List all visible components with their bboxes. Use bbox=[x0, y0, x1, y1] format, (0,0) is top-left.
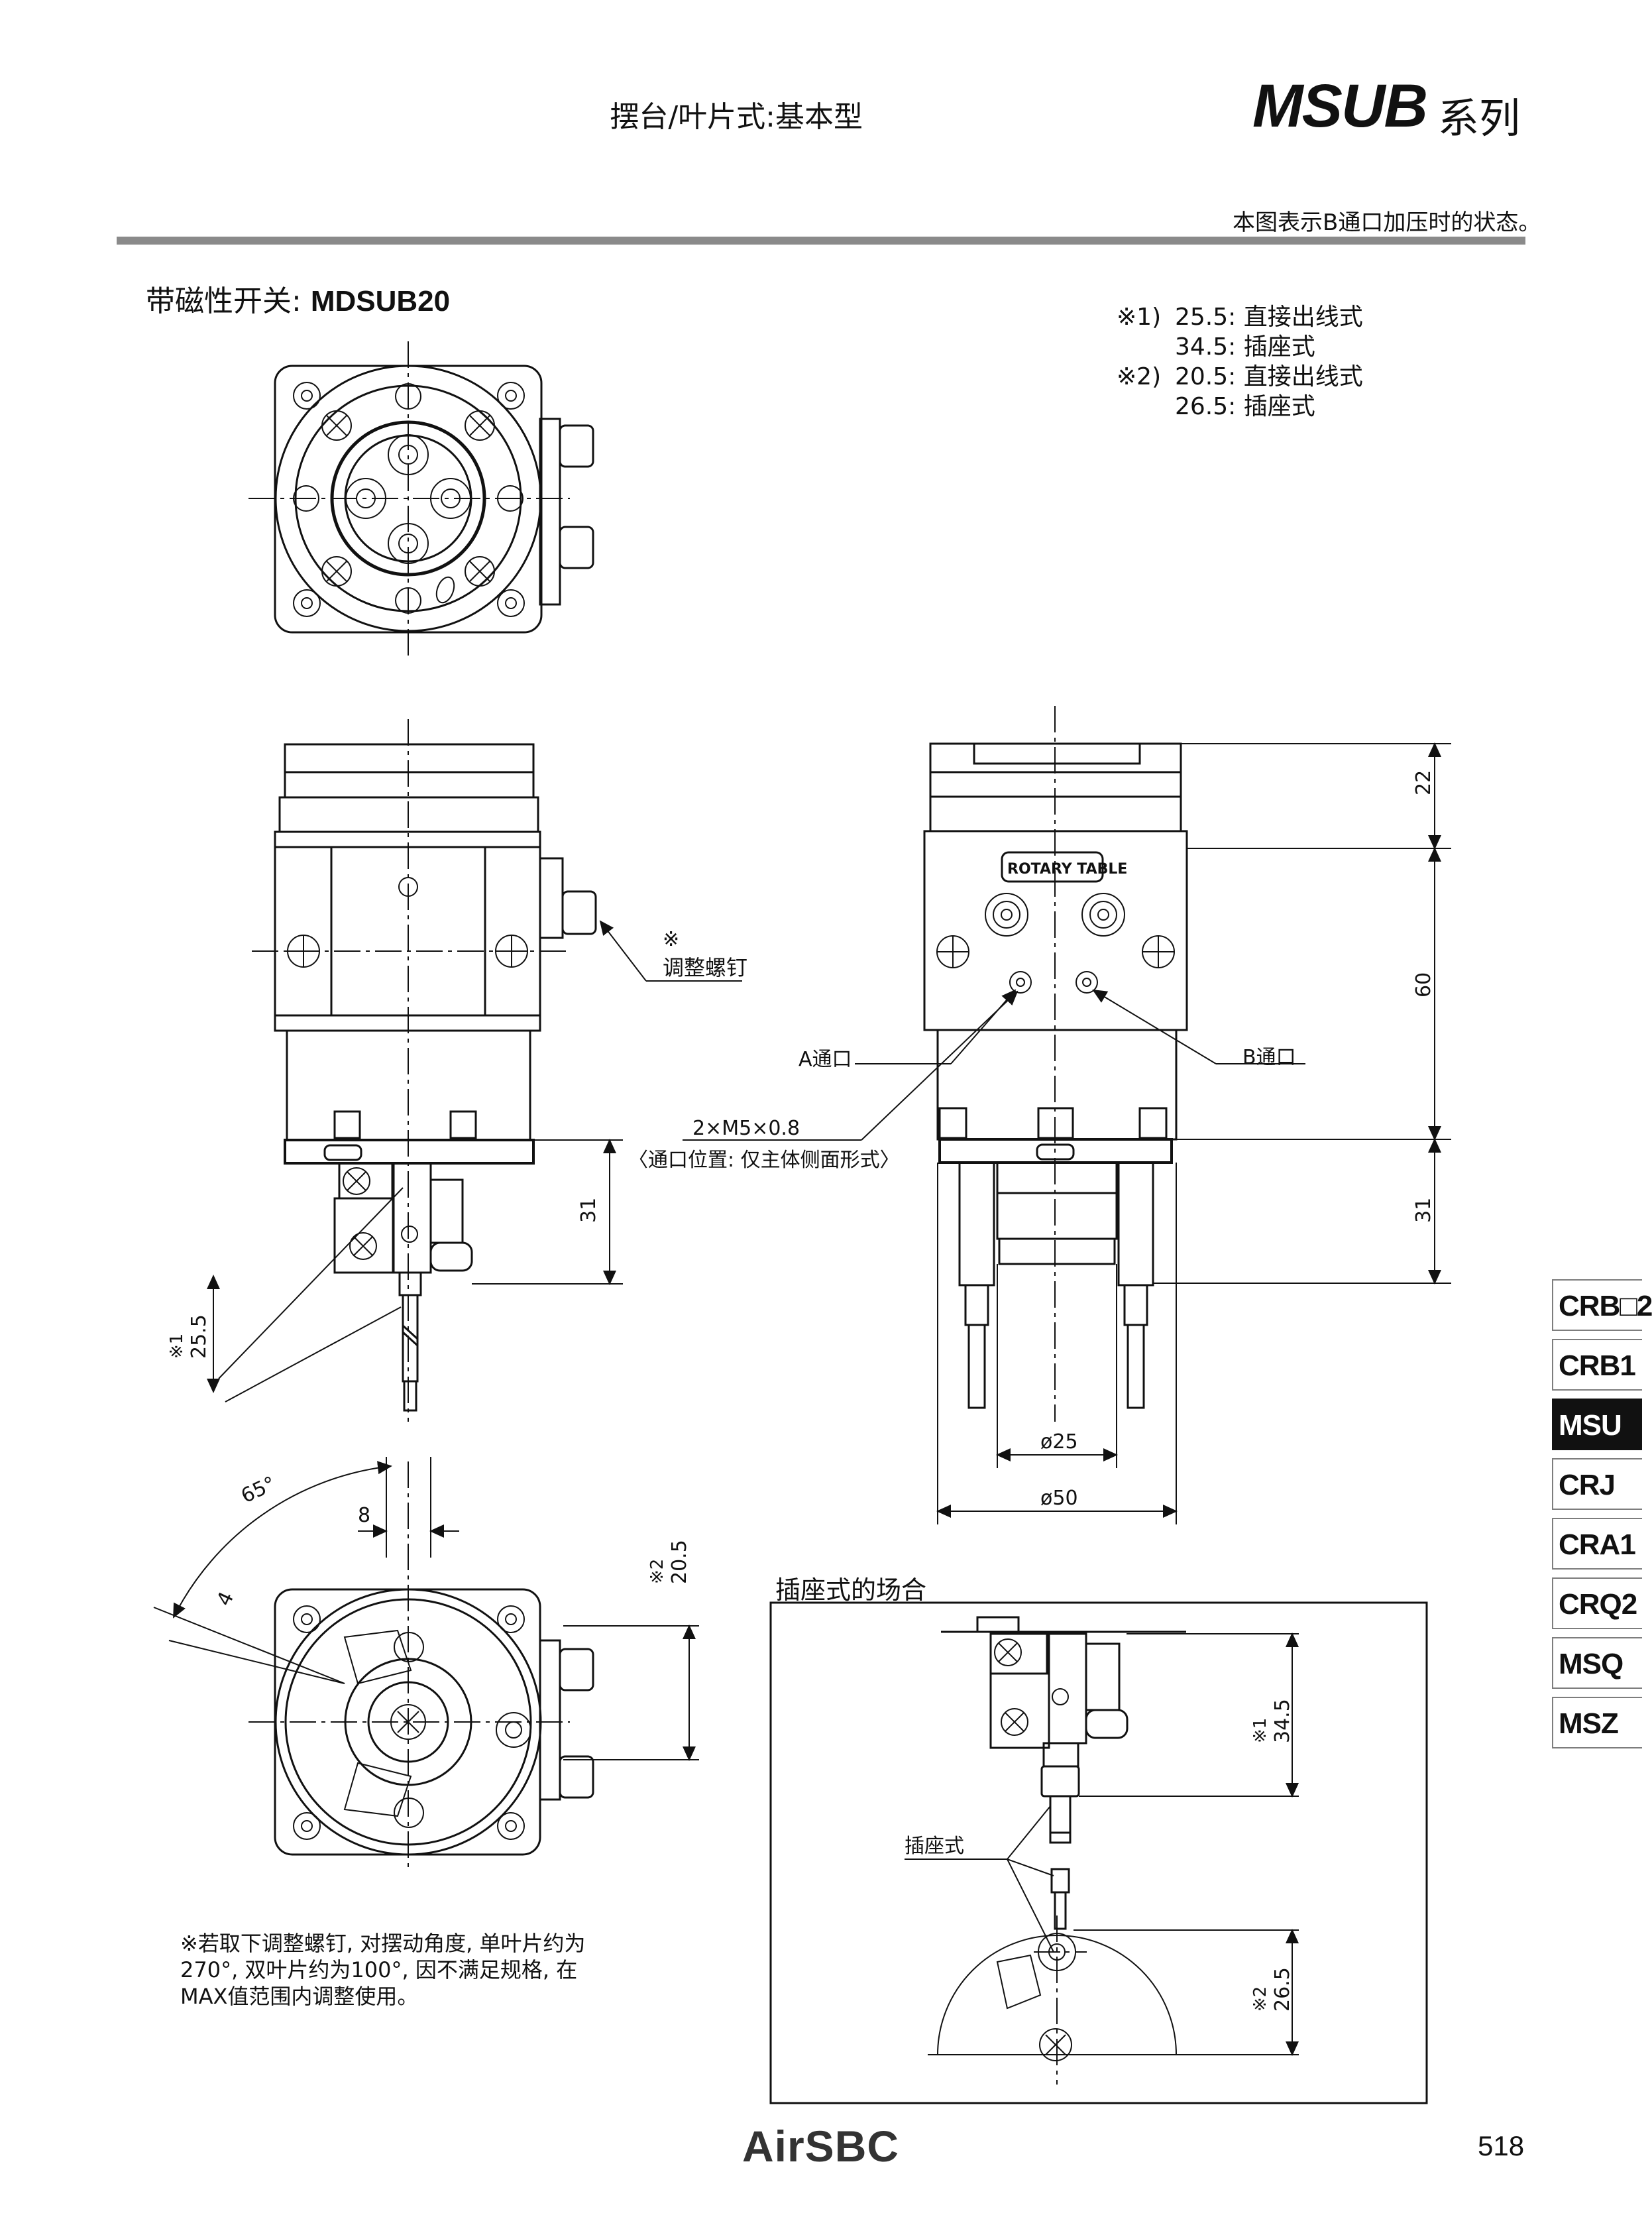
dim-22: 22 bbox=[1412, 770, 1435, 795]
section-title: 带磁性开关: MDSUB20 bbox=[146, 277, 450, 319]
dim-20-5: 20.5 bbox=[668, 1540, 691, 1584]
tab-msq[interactable]: MSQ bbox=[1552, 1637, 1642, 1689]
dim-26-5: 26.5 bbox=[1271, 1967, 1294, 2012]
dim-phi25: ø25 bbox=[1040, 1430, 1078, 1454]
note-row: 34.5: 插座式 bbox=[1175, 333, 1315, 361]
note-row: ※1)25.5: 直接出线式 bbox=[1117, 304, 1363, 331]
dim-note2-mark: ※2 bbox=[647, 1559, 667, 1584]
series-model: MSUB bbox=[1252, 72, 1428, 140]
dim-25-5: 25.5 bbox=[188, 1314, 211, 1359]
tab-crj[interactable]: CRJ bbox=[1552, 1458, 1642, 1510]
rotary-table-plate: ROTARY TABLE bbox=[1007, 861, 1127, 878]
tab-crb2[interactable]: CRB□2 bbox=[1552, 1279, 1652, 1331]
series-tabs: CRB□2 CRB1 MSU CRJ CRA1 CRQ2 MSQ MSZ bbox=[1552, 1279, 1652, 1756]
tab-msz[interactable]: MSZ bbox=[1552, 1697, 1642, 1748]
inset-title: 插座式的场合 bbox=[775, 1575, 927, 1605]
dim-phi50: ø50 bbox=[1040, 1487, 1078, 1510]
section-model: MDSUB20 bbox=[310, 285, 451, 317]
brand-logo: AirSBC bbox=[742, 2122, 900, 2171]
side-view bbox=[683, 706, 1451, 1524]
page-number: 518 bbox=[1478, 2130, 1525, 2161]
adjust-screw-label: 调整螺钉 bbox=[663, 955, 747, 980]
dim-60: 60 bbox=[1412, 972, 1435, 998]
series-suffix: 系列 bbox=[1438, 94, 1521, 143]
dim-31-right: 31 bbox=[1412, 1198, 1435, 1223]
port-b-label: B通口 bbox=[1242, 1046, 1296, 1069]
adjustment-footnote: ※若取下调整螺钉, 对摆动角度, 单叶片约为270°, 双叶片约为100°, 因… bbox=[180, 1931, 586, 2009]
adjust-mark: ※ bbox=[663, 928, 679, 951]
dim-angle-65: 65° bbox=[238, 1472, 280, 1508]
port-position-label: 〈通口位置: 仅主体侧面形式〉 bbox=[628, 1149, 900, 1172]
tab-crq2[interactable]: CRQ2 bbox=[1552, 1577, 1642, 1629]
socket-type-label: 插座式 bbox=[905, 1835, 964, 1858]
note-row: ※2)20.5: 直接出线式 bbox=[1117, 363, 1363, 390]
pressure-caption: 本图表示B通口加压时的状态。 bbox=[1233, 209, 1541, 236]
tab-msu[interactable]: MSU bbox=[1552, 1399, 1642, 1450]
dim-8: 8 bbox=[358, 1504, 370, 1527]
dimension-notes: ※1)25.5: 直接出线式 34.5: 插座式 ※2)20.5: 直接出线式 … bbox=[1117, 302, 1363, 422]
dim-note2b-mark: ※2 bbox=[1250, 1986, 1270, 2012]
header-subtitle: 摆台/叶片式:基本型 bbox=[610, 100, 863, 134]
tab-cra1[interactable]: CRA1 bbox=[1552, 1518, 1642, 1570]
header-rule bbox=[117, 237, 1525, 245]
front-view bbox=[207, 719, 742, 1422]
bottom-view bbox=[153, 1457, 699, 1872]
note-row: 26.5: 插座式 bbox=[1175, 393, 1315, 420]
dim-note1b-mark: ※1 bbox=[1250, 1718, 1270, 1743]
socket-inset bbox=[769, 1601, 1428, 2104]
dim-31-left: 31 bbox=[577, 1198, 600, 1223]
dim-34-5: 34.5 bbox=[1271, 1699, 1294, 1743]
tab-crb1[interactable]: CRB1 bbox=[1552, 1339, 1642, 1391]
thread-label: 2×M5×0.8 bbox=[692, 1117, 800, 1140]
dim-4: 4 bbox=[213, 1588, 239, 1609]
section-label: 带磁性开关: bbox=[146, 284, 302, 318]
dim-note1-mark: ※1 bbox=[167, 1334, 187, 1359]
top-view bbox=[248, 341, 594, 656]
port-a-label: A通口 bbox=[798, 1048, 852, 1071]
